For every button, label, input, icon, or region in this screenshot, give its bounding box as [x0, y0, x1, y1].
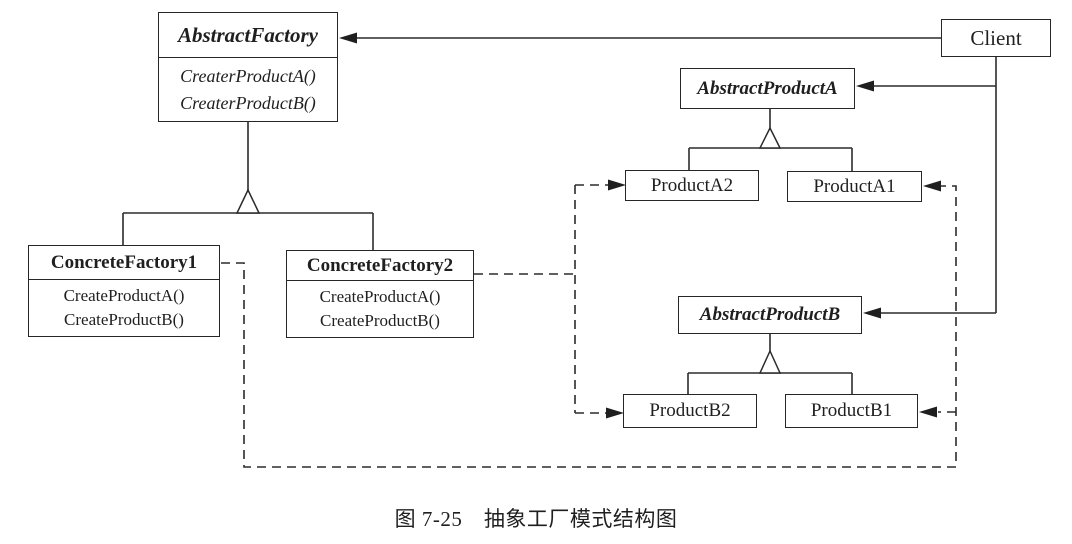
arrowhead — [856, 80, 874, 92]
class-box-product-a2: ProductA2 — [625, 170, 759, 201]
class-title: ProductB1 — [810, 400, 893, 421]
class-title: ProductA1 — [813, 175, 896, 197]
class-box-abstract-product-a: AbstractProductA — [680, 68, 855, 109]
generalization-product-a — [688, 109, 853, 172]
method-label: CreaterProductA() — [180, 65, 316, 86]
association-client-to-abstract-factory — [339, 32, 941, 44]
class-methods: CreateProductA() CreateProductB() — [287, 281, 473, 337]
class-box-product-b1: ProductB1 — [785, 394, 918, 428]
generalization-product-b — [687, 334, 853, 395]
arrowhead — [919, 406, 937, 418]
method-label: CreaterProductB() — [180, 92, 316, 113]
arrowhead — [339, 32, 357, 44]
dependency-concrete-factory-2 — [474, 179, 626, 419]
class-title: Client — [970, 25, 1022, 50]
method-label: CreateProductB() — [64, 310, 184, 329]
class-title: ConcreteFactory2 — [287, 251, 473, 281]
class-title: ProductB2 — [649, 400, 731, 421]
class-box-abstract-factory: AbstractFactory CreaterProductA() Create… — [158, 12, 338, 122]
generalization-triangle — [758, 349, 782, 374]
dependency-concrete-factory-1 — [221, 180, 957, 468]
class-box-product-b2: ProductB2 — [623, 394, 757, 428]
class-box-concrete-factory-2: ConcreteFactory2 CreateProductA() Create… — [286, 250, 474, 338]
class-box-client: Client — [941, 19, 1051, 57]
class-box-concrete-factory-1: ConcreteFactory1 CreateProductA() Create… — [28, 245, 220, 337]
class-title: AbstractFactory — [159, 13, 337, 58]
generalization-triangle — [758, 126, 782, 149]
figure-caption: 图 7-25 抽象工厂模式结构图 — [394, 507, 678, 531]
class-title: ConcreteFactory1 — [29, 246, 219, 280]
arrowhead — [608, 179, 626, 191]
class-methods: CreateProductA() CreateProductB() — [29, 280, 219, 336]
class-box-product-a1: ProductA1 — [787, 171, 922, 202]
class-box-abstract-product-b: AbstractProductB — [678, 296, 862, 334]
association-client-to-abstract-products — [856, 56, 997, 319]
method-label: CreateProductA() — [319, 287, 441, 306]
class-title: ProductA2 — [650, 174, 734, 196]
arrowhead — [606, 407, 624, 419]
arrowhead — [863, 307, 881, 319]
arrowhead — [923, 180, 941, 192]
method-label: CreateProductA() — [63, 286, 185, 305]
method-label: CreateProductB() — [320, 311, 440, 330]
class-title: AbstractProductB — [699, 304, 841, 325]
generalization-triangle — [235, 188, 261, 214]
class-methods: CreaterProductA() CreaterProductB() — [159, 58, 337, 121]
generalization-factories — [122, 122, 374, 251]
class-title: AbstractProductA — [697, 77, 838, 99]
